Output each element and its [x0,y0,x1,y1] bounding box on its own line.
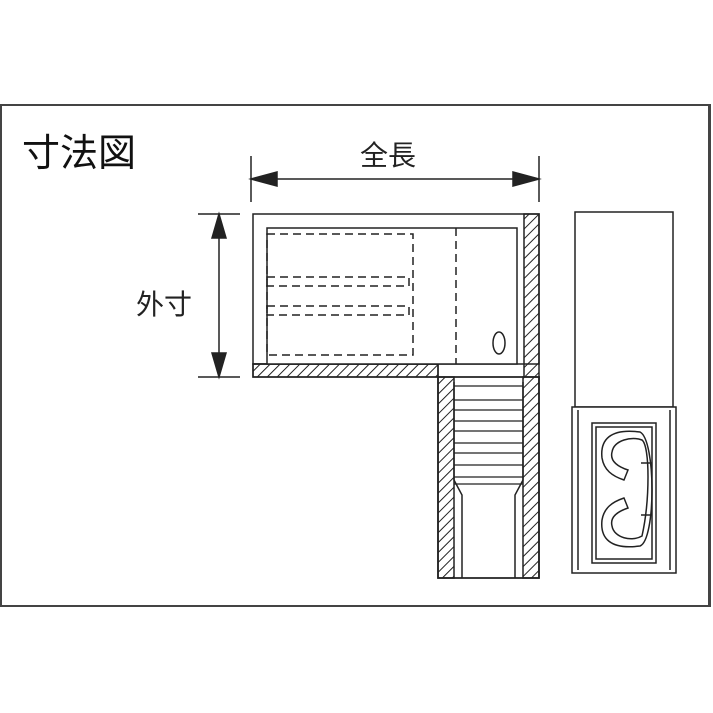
overall-length-dimension [248,156,542,202]
overall-length-label: 全長 [360,139,417,172]
side-section-view [252,213,540,579]
end-view [571,211,677,574]
drawing-frame [0,104,711,607]
diagram-title: 寸法図 [22,131,137,175]
outer-dimension [198,211,240,380]
outer-dimension-label: 外寸 [136,288,193,321]
